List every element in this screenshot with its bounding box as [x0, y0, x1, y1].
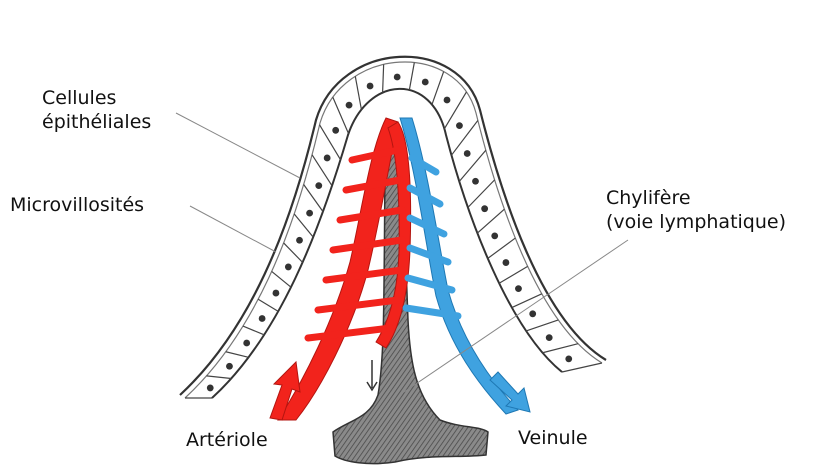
cell-nucleus — [444, 97, 451, 104]
cell-border — [258, 299, 278, 311]
label-cells: Cellules épithéliales — [42, 86, 151, 134]
cell-nucleus — [273, 290, 280, 297]
cell-nucleus — [285, 264, 292, 271]
label-venule: Veinule — [518, 426, 588, 450]
label-cells-line2: épithéliales — [42, 110, 151, 134]
cell-nucleus — [481, 205, 488, 212]
venule-network — [400, 118, 530, 414]
cell-nucleus — [472, 178, 479, 185]
cell-nucleus — [296, 237, 303, 244]
cell-nucleus — [346, 102, 353, 109]
cell-border — [243, 326, 264, 335]
lymph-flow-arrow — [367, 360, 377, 390]
cell-nucleus — [464, 150, 471, 157]
cell-nucleus — [243, 340, 250, 347]
cell-border — [543, 344, 578, 353]
label-cells-line1: Cellules — [42, 86, 151, 110]
cell-border — [355, 76, 361, 109]
cell-border — [488, 238, 516, 258]
cell-nucleus — [324, 155, 331, 162]
cell-border — [451, 120, 477, 155]
cell-nucleus — [503, 259, 510, 266]
label-arteriole: Artériole — [186, 428, 268, 452]
cell-border — [526, 320, 558, 331]
cell-nucleus — [367, 83, 374, 90]
cell-nucleus — [491, 232, 498, 239]
cell-nucleus — [565, 355, 572, 362]
cell-nucleus — [515, 285, 522, 292]
cell-nucleus — [259, 315, 266, 322]
cell-border — [284, 243, 303, 262]
cell-border — [468, 180, 495, 208]
cell-border — [383, 64, 384, 92]
cell-border — [432, 72, 444, 105]
label-microvilli: Microvillosités — [10, 193, 144, 217]
cell-border — [499, 266, 527, 283]
cell-nucleus — [529, 310, 536, 317]
cell-border — [226, 352, 249, 358]
cell-nucleus — [207, 385, 214, 392]
cell-border — [272, 271, 291, 287]
cell-nucleus — [315, 182, 322, 189]
cell-border — [409, 63, 414, 90]
cell-nucleus — [332, 127, 339, 134]
cell-border — [459, 150, 485, 181]
label-chyle: Chylifère (voie lymphatique) — [606, 186, 786, 234]
label-chyle-line2: (voie lymphatique) — [606, 210, 786, 234]
label-chyle-line1: Chylifère — [606, 186, 786, 210]
cell-nucleus — [394, 74, 401, 81]
cell-nucleus — [546, 334, 553, 341]
cell-border — [294, 214, 313, 237]
cell-border — [477, 209, 504, 233]
cell-nucleus — [226, 363, 233, 370]
leader-line-microvilli — [190, 206, 276, 252]
cell-border — [562, 363, 602, 372]
leader-line-cells — [176, 113, 300, 178]
cell-border — [512, 294, 542, 308]
cell-nucleus — [456, 122, 463, 129]
cell-nucleus — [306, 210, 313, 217]
cell-nucleus — [422, 79, 429, 86]
cell-border — [207, 376, 232, 379]
